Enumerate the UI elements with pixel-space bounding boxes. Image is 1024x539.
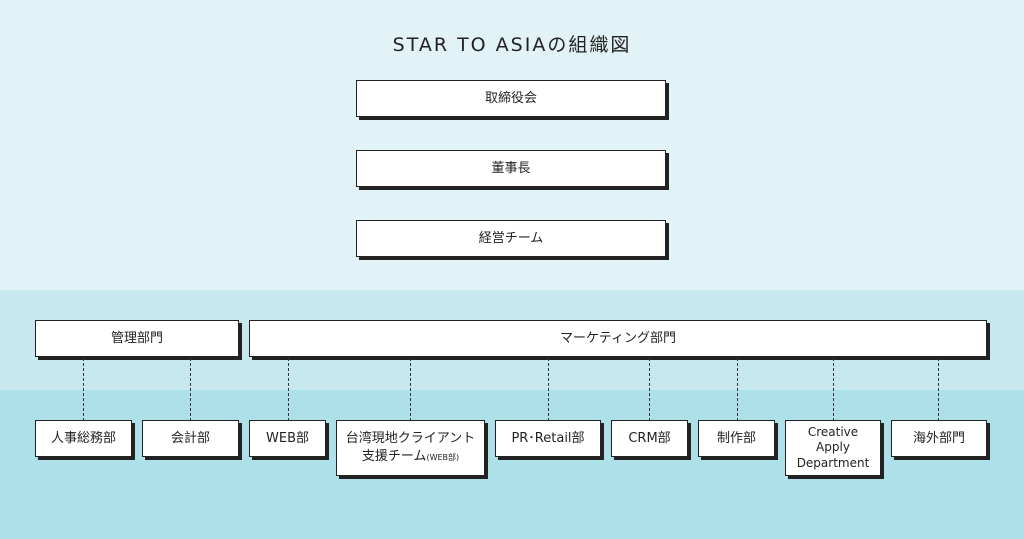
marketing-division-label: マーケティング部門 [560,330,676,346]
connector-taiwan-support [410,358,411,421]
creative-apply-line3: Department [796,455,870,470]
production-department-box: 制作部 [698,420,775,457]
creative-apply-line2: Apply [816,440,850,455]
board-box: 取締役会 [356,80,666,117]
chairman-label: 董事長 [491,160,531,176]
pr-retail-department-label: PR･Retail部 [511,430,585,446]
connector-creative-apply [833,358,834,421]
connector-hr [83,358,84,421]
chart-title: STAR TO ASIAの組織図 [392,34,632,56]
taiwan-support-line1: 台湾現地クライアント [345,431,476,447]
connector-production [737,358,738,421]
management-team-label: 経営チーム [478,230,544,246]
connector-crm [649,358,650,421]
connector-accounting [190,358,191,421]
marketing-division-box: マーケティング部門 [249,320,987,357]
chairman-box: 董事長 [356,150,666,187]
connector-pr-retail [548,358,549,421]
pr-retail-department-box: PR･Retail部 [495,420,601,457]
creative-apply-line1: Creative [807,424,859,439]
accounting-department-label: 会計部 [170,430,210,446]
accounting-department-box: 会計部 [142,420,239,457]
management-team-box: 経営チーム [356,220,666,257]
creative-apply-department-box: Creative Apply Department [785,420,881,476]
board-label: 取締役会 [484,90,537,106]
production-department-label: 制作部 [716,430,756,446]
admin-division-box: 管理部門 [35,320,239,357]
web-department-box: WEB部 [249,420,326,457]
overseas-department-label: 海外部門 [912,430,965,446]
taiwan-support-line2: 支援チーム [361,449,427,464]
taiwan-support-note: (WEB部) [426,453,460,462]
web-department-label: WEB部 [266,430,309,446]
hr-department-label: 人事総務部 [50,430,116,446]
taiwan-support-team-box: 台湾現地クライアント 支援チーム(WEB部) [336,420,485,476]
overseas-department-box: 海外部門 [891,420,987,457]
connector-web [288,358,289,421]
crm-department-box: CRM部 [611,420,688,457]
admin-division-label: 管理部門 [110,330,163,346]
crm-department-label: CRM部 [628,430,671,446]
hr-department-box: 人事総務部 [35,420,132,457]
connector-overseas [938,358,939,421]
